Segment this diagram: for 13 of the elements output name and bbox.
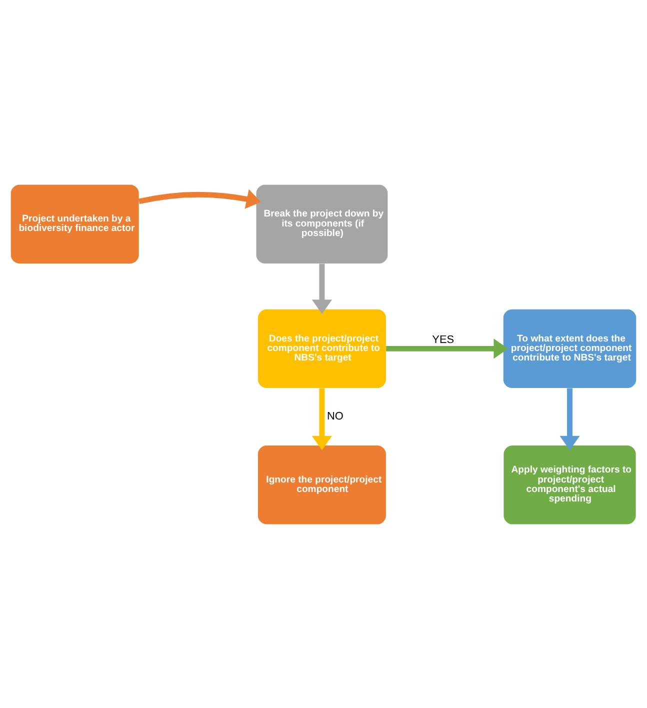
node-box: Apply weighting factors to project/project component's actual spending <box>504 445 636 524</box>
arrow <box>312 388 332 450</box>
edge-label: NO <box>326 410 344 422</box>
node-box: Does the project/project component contribute to NBS's target <box>258 308 386 388</box>
edge-label: YES <box>432 334 454 346</box>
node-box: Project undertaken by a biodiversity finance actor <box>10 184 139 263</box>
arrow <box>138 188 261 208</box>
arrow <box>560 388 580 450</box>
node-box: Break the project down by its components (if possible) <box>256 184 388 263</box>
node-box: To what extent does the project/project component contribute to NBS's target <box>503 308 636 388</box>
arrow <box>386 338 508 358</box>
node-box: Ignore the project/project component <box>258 445 386 524</box>
arrow <box>312 263 332 314</box>
